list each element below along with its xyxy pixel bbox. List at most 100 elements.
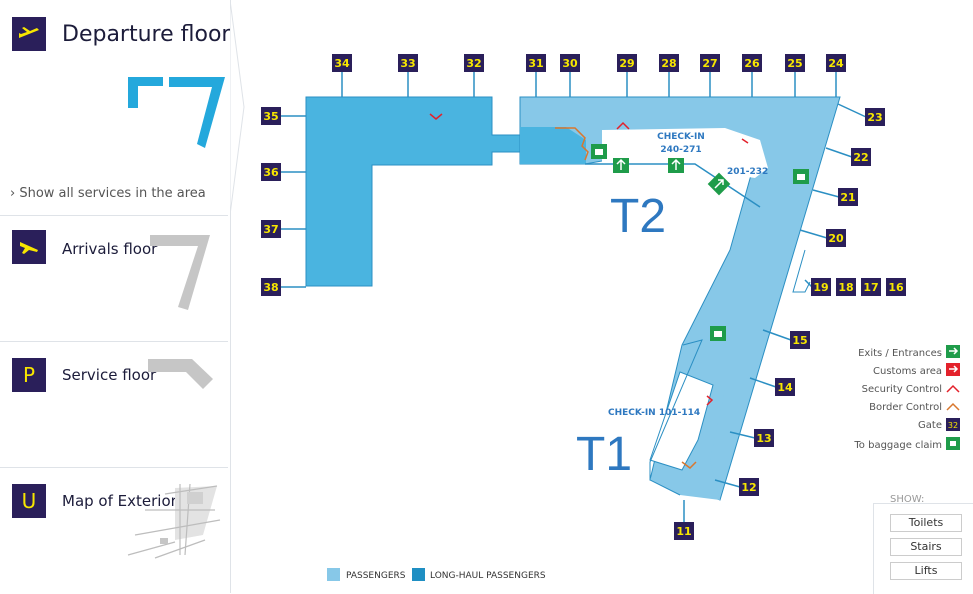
floor-label-service: Service floor <box>62 366 157 384</box>
gate-badge[interactable] <box>826 54 846 72</box>
gate-number: 27 <box>702 57 717 70</box>
checkin-hall-t2 <box>602 128 768 178</box>
gate-connector <box>729 431 756 439</box>
floor-panel-service[interactable]: P Service floor <box>0 342 228 468</box>
floor-sidebar: Departure floor › Show all services in t… <box>0 0 231 593</box>
gate-connector <box>837 103 867 118</box>
gate-badge[interactable] <box>659 54 679 72</box>
gate-number: 37 <box>263 223 278 236</box>
gate-number: 16 <box>888 281 904 294</box>
gate-number: 23 <box>867 111 882 124</box>
gate-badge[interactable] <box>861 278 881 296</box>
checkin-t1-label: CHECK-IN 101-114 <box>608 408 700 418</box>
terminal-map[interactable]: T2 T1 CHECK-IN 240-271 201-232 CHECK-IN … <box>230 0 973 593</box>
gate-number: 30 <box>562 57 578 70</box>
floor-label-arrivals: Arrivals floor <box>62 240 158 258</box>
security-legend-icon <box>946 384 960 393</box>
gate-number: 21 <box>840 191 855 204</box>
gate-badge[interactable] <box>886 278 906 296</box>
floor-label-departure: Departure floor <box>62 22 231 47</box>
arrivals-floor-thumbnail <box>150 235 210 310</box>
gate-badge[interactable] <box>674 522 694 540</box>
gate-badge[interactable] <box>790 331 810 349</box>
gate-connector <box>799 229 828 239</box>
gate-badge[interactable] <box>742 54 762 72</box>
checkin-t2-range: 240-271 <box>660 145 701 155</box>
lifts-toggle-button[interactable]: Lifts <box>890 562 962 580</box>
floor-panel-exterior[interactable]: U Map of Exterior <box>0 468 228 593</box>
border-control-icon <box>555 127 589 161</box>
gate-badge[interactable] <box>261 163 281 181</box>
gate-number: 33 <box>400 57 415 70</box>
gate-connector <box>762 329 792 341</box>
gate-connector <box>825 147 853 158</box>
gate-badge[interactable] <box>836 278 856 296</box>
gate-number: 36 <box>263 166 279 179</box>
gate-badge[interactable] <box>826 229 846 247</box>
gate-number: 12 <box>741 481 756 494</box>
gate-badge[interactable] <box>775 378 795 396</box>
gate-number: 38 <box>263 281 278 294</box>
gate-badge[interactable] <box>398 54 418 72</box>
gate-connector <box>804 279 813 288</box>
gate-badge[interactable] <box>785 54 805 72</box>
gate-legend-icon <box>946 418 960 431</box>
gate-badge[interactable] <box>332 54 352 72</box>
floor-panel-departure[interactable]: Departure floor › Show all services in t… <box>0 0 231 216</box>
gate-number: 31 <box>528 57 543 70</box>
security-control-icon <box>741 138 749 144</box>
gate-number: 29 <box>619 57 634 70</box>
baggage-claim-marker <box>710 326 726 341</box>
floor-label-exterior: Map of Exterior <box>62 492 177 510</box>
legend-label-border: Border Control <box>869 402 942 413</box>
legend-label-customs: Customs area <box>873 366 942 377</box>
gate-badge[interactable] <box>851 148 871 166</box>
show-title: SHOW: <box>890 494 925 505</box>
departure-plane-icon <box>12 17 46 51</box>
show-filter-panel: SHOW: Toilets Stairs Lifts <box>873 494 973 594</box>
active-floor-pointer <box>230 0 245 216</box>
gate-badge[interactable] <box>700 54 720 72</box>
floor-panel-arrivals[interactable]: Arrivals floor <box>0 216 228 342</box>
gate-badge[interactable] <box>526 54 546 72</box>
stairs-toggle-button[interactable]: Stairs <box>890 538 962 556</box>
gate-number: 28 <box>661 57 676 70</box>
area-legend: PASSENGERS LONG-HAUL PASSENGERS <box>327 568 546 581</box>
legend-label-security: Security Control <box>862 384 942 395</box>
checkin-t2-title: CHECK-IN <box>657 132 705 142</box>
gate-number: 22 <box>853 151 868 164</box>
passengers-swatch <box>327 568 340 581</box>
gate-badge[interactable] <box>261 220 281 238</box>
gate-badge[interactable] <box>464 54 484 72</box>
gate-number: 25 <box>787 57 802 70</box>
gate-number: 32 <box>466 57 481 70</box>
security-control-icon <box>429 113 443 120</box>
gate-badge[interactable] <box>560 54 580 72</box>
exit-marker <box>668 158 684 173</box>
gate-legend-number: 32 <box>948 421 958 430</box>
arrival-plane-icon <box>12 230 46 264</box>
gate-badge[interactable] <box>261 107 281 125</box>
exterior-map-thumbnail <box>127 483 221 559</box>
gate-number: 34 <box>334 57 350 70</box>
gate-badge[interactable] <box>617 54 637 72</box>
service-floor-p-icon: P <box>12 358 46 392</box>
gate-badge[interactable] <box>261 278 281 296</box>
gate-badge[interactable] <box>838 188 858 206</box>
baggage-claim-marker <box>793 169 809 184</box>
show-all-services-link[interactable]: › Show all services in the area <box>10 186 206 201</box>
gate-badge[interactable] <box>754 429 774 447</box>
gate-number: 24 <box>828 57 844 70</box>
legend-label-baggage: To baggage claim <box>853 440 942 451</box>
gate-badge[interactable] <box>811 278 831 296</box>
terminal-label-t2: T2 <box>610 190 666 243</box>
gate-number: 14 <box>777 381 793 394</box>
gate-badge[interactable] <box>739 478 759 496</box>
gate-number: 11 <box>676 525 691 538</box>
gate-connector <box>812 189 840 198</box>
exterior-map-u-icon: U <box>12 484 46 518</box>
toilets-toggle-button[interactable]: Toilets <box>890 514 962 532</box>
gate-badge[interactable] <box>865 108 885 126</box>
border-control-icon <box>681 461 697 469</box>
